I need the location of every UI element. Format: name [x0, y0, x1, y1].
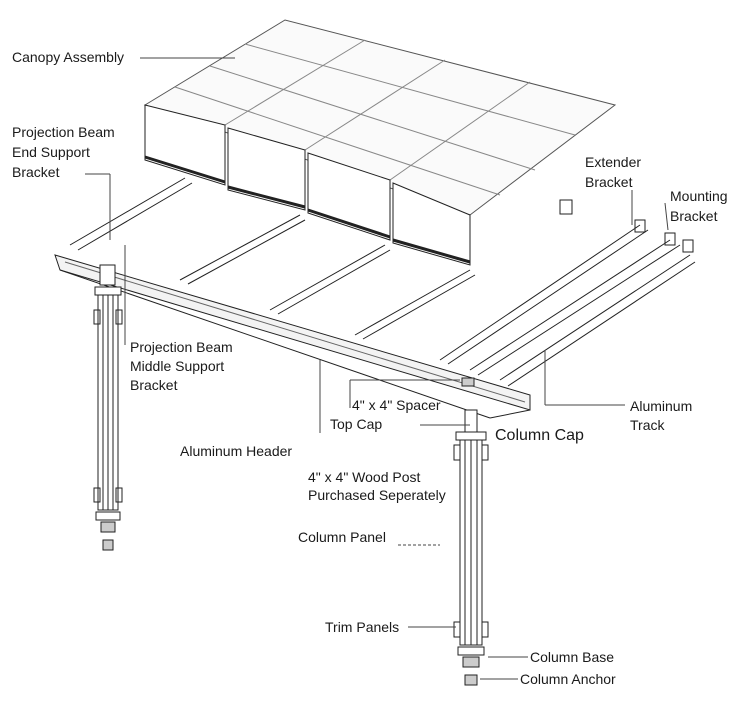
label-mounting-2: Bracket — [670, 208, 718, 224]
label-middle-support-3: Bracket — [130, 377, 178, 393]
label-column-anchor: Column Anchor — [520, 671, 616, 687]
label-spacer: 4" x 4" Spacer — [352, 397, 441, 413]
label-end-support-1: Projection Beam — [12, 124, 115, 140]
aluminum-tracks-drawing — [69, 177, 696, 387]
canopy-assembly-drawing — [143, 19, 617, 266]
aluminum-header-drawing — [54, 254, 531, 419]
label-middle-support-1: Projection Beam — [130, 339, 233, 355]
label-column-panel: Column Panel — [298, 529, 386, 545]
label-track-1: Aluminum — [630, 398, 693, 414]
label-column-base: Column Base — [530, 649, 615, 665]
label-top-cap: Top Cap — [330, 416, 383, 432]
label-canopy-assembly: Canopy Assembly — [12, 49, 125, 65]
left-column-drawing — [93, 264, 123, 551]
label-extender-1: Extender — [585, 154, 642, 170]
label-end-support-3: Bracket — [12, 164, 60, 180]
label-trim-panels: Trim Panels — [325, 619, 400, 635]
label-track-2: Track — [630, 417, 665, 433]
label-middle-support-2: Middle Support — [130, 358, 225, 374]
label-wood-post-1: 4" x 4" Wood Post — [308, 469, 421, 485]
label-column-cap: Column Cap — [495, 427, 584, 444]
label-extender-2: Bracket — [585, 174, 633, 190]
label-wood-post-2: Purchased Seperately — [308, 487, 446, 503]
leader-lines — [85, 57, 669, 680]
right-column-drawing — [453, 377, 489, 686]
label-aluminum-header: Aluminum Header — [180, 443, 293, 459]
label-end-support-2: End Support — [12, 144, 90, 160]
label-mounting-1: Mounting — [670, 188, 728, 204]
